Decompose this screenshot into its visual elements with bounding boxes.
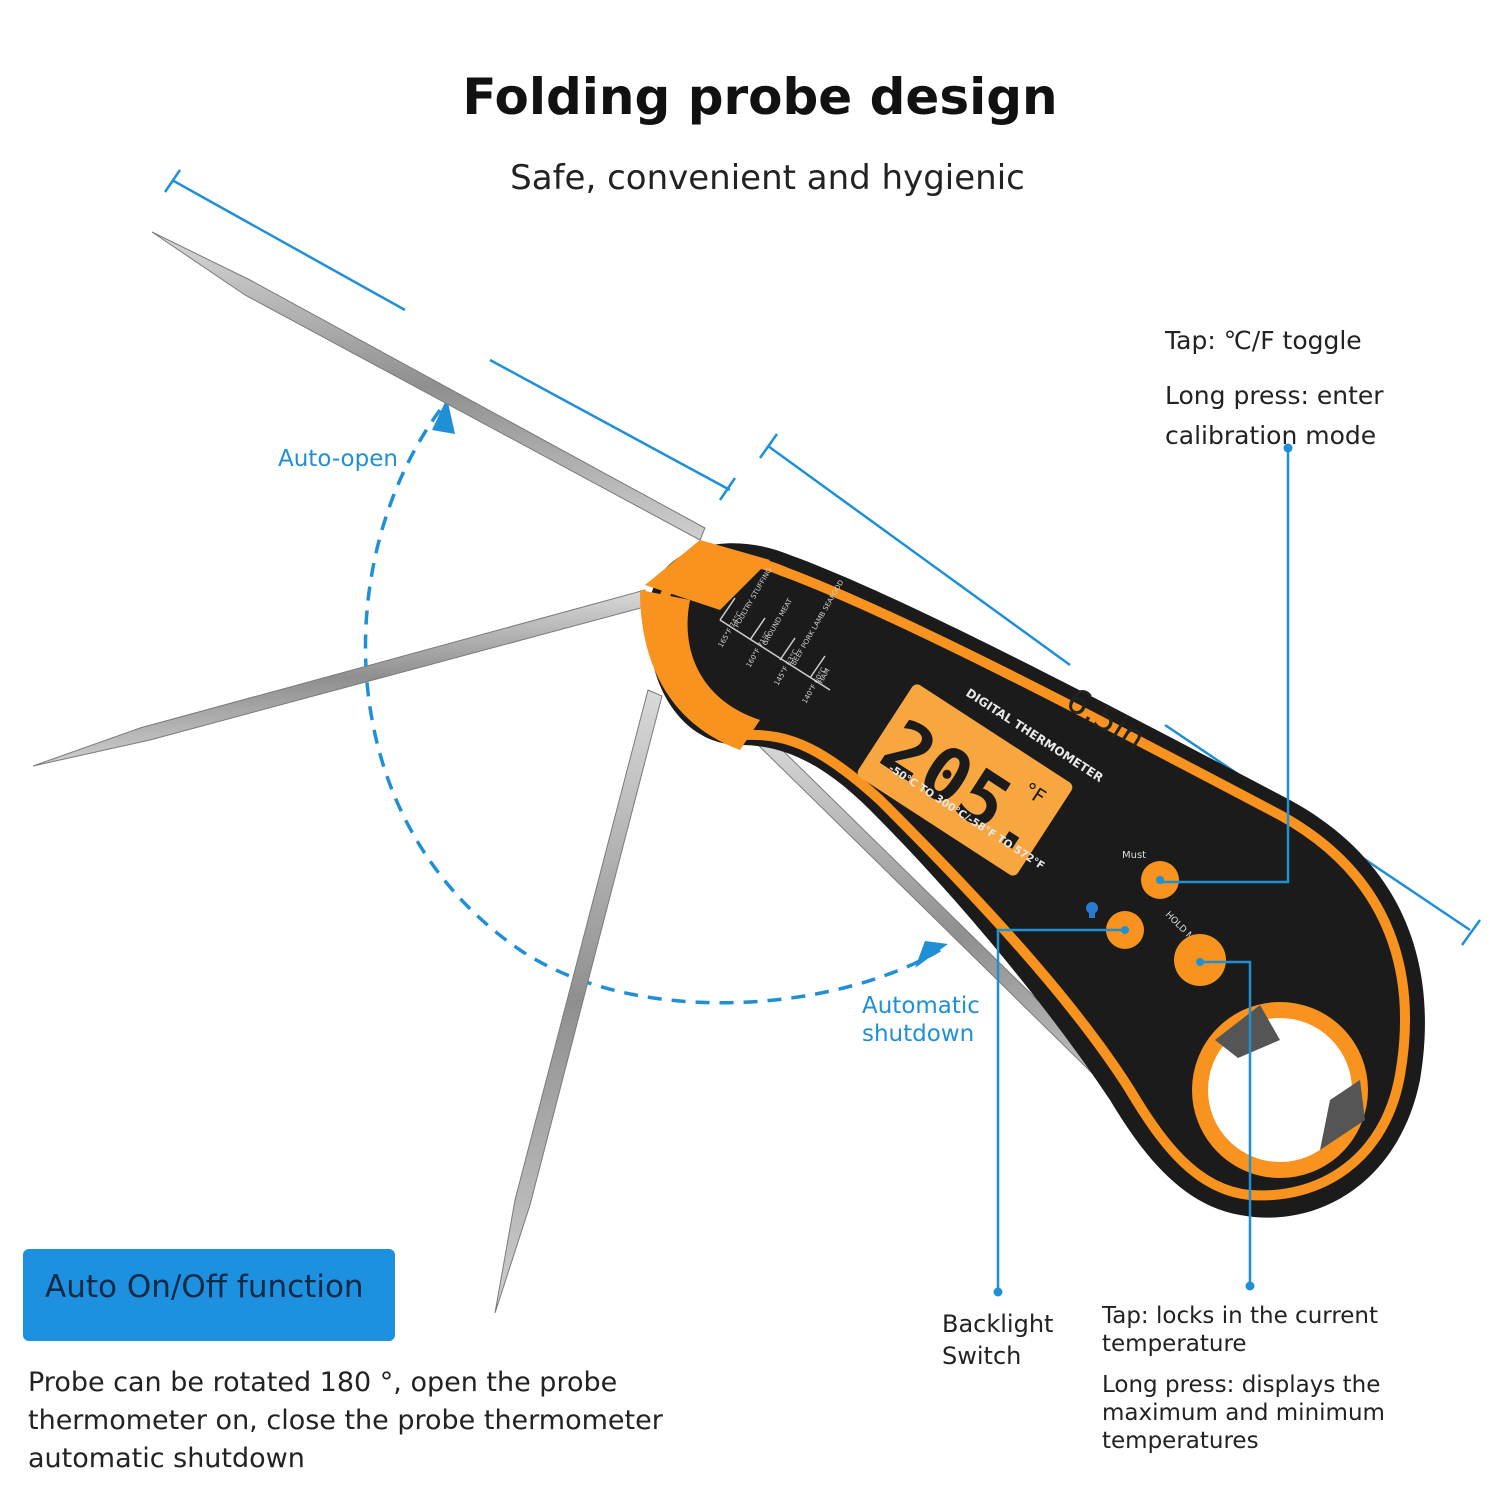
probe-extended — [151, 231, 706, 541]
auto-open-label: Auto-open — [278, 446, 398, 472]
callout-dot-backlight — [993, 1287, 1003, 1297]
page-title: Folding probe design — [462, 68, 1058, 126]
probe-horizontal — [32, 589, 649, 767]
probe-length-line — [163, 169, 737, 501]
feature-description: Probe can be rotated 180 °, open the pro… — [28, 1367, 663, 1474]
thermometer-body — [640, 540, 1425, 1218]
hold-tap-callout: Tap: locks in the current temperature — [1102, 1303, 1379, 1357]
unit-toggle-callout: Tap: ℃/F toggle — [1165, 326, 1362, 355]
callout-lines — [996, 450, 1290, 1290]
feature-badge: Auto On/Off function — [23, 1249, 395, 1341]
callout-dot-hold — [1245, 1281, 1255, 1291]
backlight-callout: Backlight Switch — [942, 1310, 1054, 1370]
hold-long-callout: Long press: displays the maximum and min… — [1102, 1372, 1385, 1454]
callout-origin-backlight — [1121, 926, 1129, 934]
rotation-arc — [363, 408, 941, 1005]
auto-open-arrow-icon — [432, 398, 455, 434]
callout-dot-top — [1283, 443, 1293, 453]
bulb-icon — [1086, 902, 1098, 918]
temp-guide-lines — [719, 597, 831, 691]
probe-down — [494, 689, 663, 1314]
callout-origin-top — [1156, 876, 1164, 884]
auto-shutdown-arrow-icon — [915, 941, 948, 968]
calibration-callout: Long press: enter calibration mode — [1165, 381, 1384, 450]
callout-origin-hold — [1196, 958, 1204, 966]
auto-shutdown-label: Automatic shutdown — [862, 993, 980, 1047]
top-button-label: Must — [1122, 850, 1146, 861]
page-subtitle: Safe, convenient and hygienic — [510, 158, 1025, 198]
